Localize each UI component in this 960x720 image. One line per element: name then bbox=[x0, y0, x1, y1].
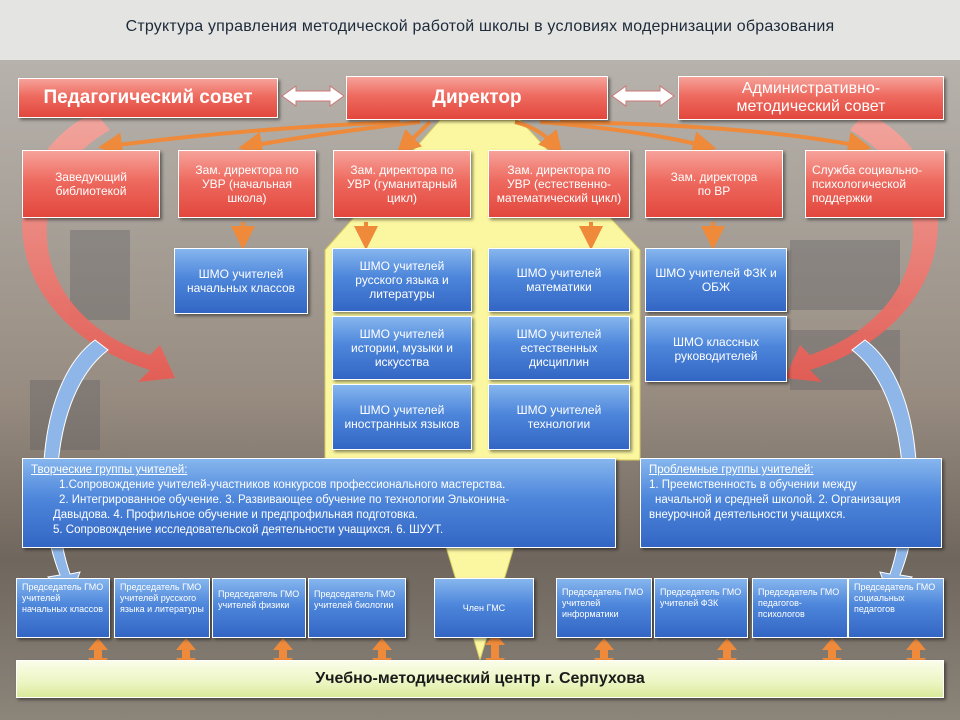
deputy-label: Зам. директора по УВР (начальная школа) bbox=[195, 163, 299, 205]
director-box: Директор bbox=[346, 76, 608, 120]
shmo-label: ШМО учителей русского языка и литературы bbox=[355, 259, 449, 301]
director-arrows bbox=[98, 120, 872, 157]
creative-groups-line: 1.Сопровождение учителей-участников конк… bbox=[59, 479, 506, 491]
left-pink-arc bbox=[22, 112, 175, 382]
deputy-label: Заведующий библиотекой bbox=[55, 170, 127, 198]
right-pink-arc bbox=[785, 112, 938, 382]
deputy-label: Зам. директора по УВР (естественно-матем… bbox=[496, 163, 622, 205]
creative-groups-line: 2. Интегрированное обучение. 3. Развиваю… bbox=[59, 494, 510, 506]
chair-physics: Председатель ГМО учителей физики bbox=[212, 578, 306, 638]
chair-informatics: Председатель ГМО учителей информатики bbox=[556, 578, 652, 638]
deputy-box-humanities: Зам. директора по УВР (гуманитарный цикл… bbox=[333, 150, 471, 218]
pedagogical-council-box: Педагогический совет bbox=[18, 78, 278, 118]
problem-groups-line: начальной и средней школой. 2. Организац… bbox=[655, 494, 901, 506]
chair-psychologists: Председатель ГМО педагогов-психологов bbox=[752, 578, 848, 638]
shmo-history: ШМО учителей истории, музыки и искусства bbox=[332, 316, 472, 380]
chair-russian: Председатель ГМО учителей русского языка… bbox=[114, 578, 210, 638]
shmo-label: ШМО учителей естественных дисциплин bbox=[516, 327, 602, 369]
chair-label: Председатель ГМО учителей физики bbox=[218, 589, 300, 610]
deputy-label: Зам. директора по УВР (гуманитарный цикл… bbox=[346, 163, 458, 205]
deputy-box-librarian: Заведующий библиотекой bbox=[22, 150, 160, 218]
admin-council-label: Административно-методический совет bbox=[736, 80, 886, 115]
problem-groups-line: внеурочной деятельности учащихся. bbox=[649, 509, 846, 521]
shmo-label: ШМО учителей ФЗК и ОБЖ bbox=[655, 266, 777, 294]
chair-label: Председатель ГМО учителей русского языка… bbox=[120, 582, 204, 614]
deputy-label: Зам. директора по ВР bbox=[670, 170, 758, 198]
problem-groups-line: 1. Преемственность в обучении между bbox=[649, 479, 857, 491]
deputy-label: Служба социально-психологической поддерж… bbox=[812, 163, 923, 205]
creative-groups-line: Давыдова. 4. Профильное обучение и предп… bbox=[53, 509, 418, 521]
deputy-box-psych: Служба социально-психологической поддерж… bbox=[805, 150, 945, 218]
chair-label: Член ГМС bbox=[462, 602, 506, 613]
shmo-label: ШМО учителей начальных классов bbox=[186, 267, 296, 295]
deputy-box-education: Зам. директора по ВР bbox=[645, 150, 783, 218]
problem-groups-title: Проблемные группы учителей: bbox=[649, 464, 814, 476]
methodical-center-label: Учебно-методический центр г. Серпухова bbox=[315, 670, 645, 687]
chair-primary: Председатель ГМО учителей начальных клас… bbox=[16, 578, 110, 638]
chair-label: Председатель ГМО учителей начальных клас… bbox=[22, 582, 104, 614]
shmo-label: ШМО учителей иностранных языков bbox=[344, 403, 460, 431]
chair-label: Председатель ГМО учителей информатики bbox=[562, 587, 644, 619]
chair-label: Председатель ГМО учителей ФЗК bbox=[660, 587, 742, 608]
pedagogical-council-label: Педагогический совет bbox=[43, 87, 253, 108]
chair-gms-member: Член ГМС bbox=[434, 578, 534, 638]
chair-pe: Председатель ГМО учителей ФЗК bbox=[654, 578, 748, 638]
shmo-primary: ШМО учителей начальных классов bbox=[174, 248, 308, 314]
page-title: Структура управления методической работо… bbox=[125, 18, 835, 35]
chair-label: Председатель ГМО педагогов-психологов bbox=[758, 587, 840, 619]
deputy-box-science: Зам. директора по УВР (естественно-матем… bbox=[488, 150, 630, 218]
shmo-natural: ШМО учителей естественных дисциплин bbox=[488, 316, 630, 380]
shmo-russian: ШМО учителей русского языка и литературы bbox=[332, 248, 472, 312]
creative-groups-box: Творческие группы учителей: 1.Сопровожде… bbox=[22, 458, 616, 548]
shmo-pe: ШМО учителей ФЗК и ОБЖ bbox=[645, 248, 787, 312]
chair-biology: Председатель ГМО учителей биологии bbox=[308, 578, 406, 638]
admin-council-box: Административно-методический совет bbox=[678, 76, 944, 120]
problem-groups-box: Проблемные группы учителей: 1. Преемстве… bbox=[640, 458, 942, 548]
creative-groups-title: Творческие группы учителей: bbox=[31, 464, 188, 476]
shmo-foreign: ШМО учителей иностранных языков bbox=[332, 384, 472, 450]
shmo-math: ШМО учителей математики bbox=[488, 248, 630, 312]
deputy-box-primary: Зам. директора по УВР (начальная школа) bbox=[178, 150, 316, 218]
shmo-label: ШМО классных руководителей bbox=[673, 335, 759, 363]
shmo-label: ШМО учителей математики bbox=[516, 266, 602, 294]
shmo-label: ШМО учителей технологии bbox=[516, 403, 602, 431]
chair-label: Председатель ГМО социальных педагогов bbox=[854, 582, 936, 614]
director-label: Директор bbox=[432, 87, 522, 108]
shmo-label: ШМО учителей истории, музыки и искусства bbox=[351, 327, 453, 369]
shmo-technology: ШМО учителей технологии bbox=[488, 384, 630, 450]
double-arrow-right bbox=[611, 85, 675, 107]
down-arrows bbox=[231, 222, 725, 250]
creative-groups-line: 5. Сопровождение исследовательской деяте… bbox=[53, 524, 444, 536]
chair-social: Председатель ГМО социальных педагогов bbox=[848, 578, 944, 638]
methodical-center-box: Учебно-методический центр г. Серпухова bbox=[16, 660, 944, 698]
chair-label: Председатель ГМО учителей биологии bbox=[314, 589, 396, 610]
shmo-class-teachers: ШМО классных руководителей bbox=[645, 316, 787, 382]
double-arrow-left bbox=[281, 85, 345, 107]
